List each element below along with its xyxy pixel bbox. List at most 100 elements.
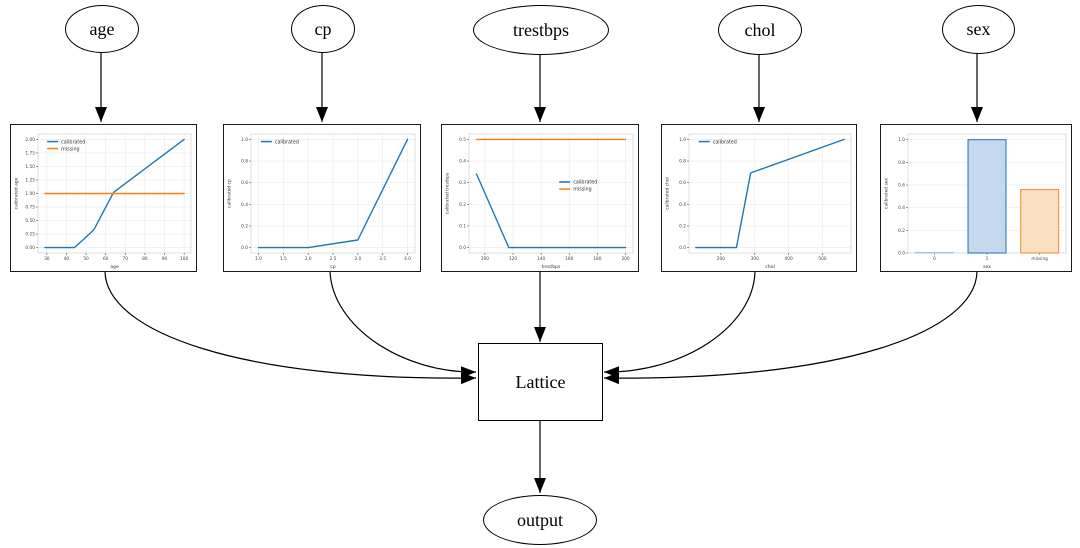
svg-text:calibrated: calibrated [573,180,597,186]
svg-text:0.8: 0.8 [241,159,248,165]
input-node-cp-label: cp [314,18,332,39]
svg-text:missing: missing [1031,256,1048,262]
svg-text:1.5: 1.5 [280,256,287,262]
svg-text:chol: chol [765,264,775,270]
svg-text:3.5: 3.5 [379,256,386,262]
svg-text:2.5: 2.5 [330,256,337,262]
svg-text:1.0: 1.0 [679,137,686,143]
svg-text:3.0: 3.0 [354,256,361,262]
svg-text:0.1: 0.1 [459,223,466,229]
svg-text:180: 180 [593,256,601,262]
input-node-trestbps: trestbps [473,5,609,55]
svg-text:120: 120 [509,256,517,262]
svg-text:calibrated sex: calibrated sex [884,178,890,209]
svg-text:0: 0 [933,256,936,262]
svg-text:60: 60 [103,256,109,262]
svg-text:0.00: 0.00 [25,245,35,251]
svg-text:sex: sex [983,265,991,270]
svg-text:200: 200 [621,256,629,262]
svg-text:0.25: 0.25 [25,232,35,238]
svg-text:80: 80 [142,256,148,262]
svg-text:0.6: 0.6 [679,180,686,186]
svg-text:0.0: 0.0 [241,245,248,251]
svg-text:calibrated age: calibrated age [14,177,20,209]
svg-text:40: 40 [64,256,70,262]
input-node-age-label: age [89,18,115,39]
svg-text:age: age [110,265,119,270]
svg-text:1.25: 1.25 [25,177,35,183]
svg-text:0.50: 0.50 [25,218,35,224]
svg-text:4.0: 4.0 [404,256,411,262]
svg-text:1.0: 1.0 [898,137,905,143]
input-node-trestbps-label: trestbps [513,19,569,40]
svg-text:calibrated trestbps: calibrated trestbps [445,172,451,214]
input-node-cp: cp [291,5,355,53]
svg-text:0.6: 0.6 [241,180,248,186]
svg-text:400: 400 [785,256,793,262]
svg-text:0.2: 0.2 [898,228,905,234]
svg-text:calibrated cp: calibrated cp [227,179,233,208]
svg-text:0.2: 0.2 [679,223,686,229]
svg-text:missing: missing [61,146,79,152]
lattice-node-label: Lattice [515,371,566,392]
svg-text:100: 100 [180,256,188,262]
svg-text:160: 160 [565,256,573,262]
svg-text:0.4: 0.4 [898,205,905,211]
edge-sex-to-lattice [603,271,978,385]
svg-text:1.00: 1.00 [25,191,35,197]
svg-text:100: 100 [481,256,489,262]
svg-text:0.2: 0.2 [459,202,466,208]
svg-text:1: 1 [986,256,989,262]
output-node-label: output [516,509,563,530]
svg-text:200: 200 [717,256,725,262]
svg-text:1.0: 1.0 [241,137,248,143]
svg-text:1.0: 1.0 [255,256,262,262]
svg-text:50: 50 [83,256,89,262]
edge-age-to-lattice [104,271,477,385]
svg-text:calibrated: calibrated [713,139,737,145]
svg-text:0.5: 0.5 [459,137,466,143]
svg-text:0.6: 0.6 [898,183,905,189]
svg-text:30: 30 [44,256,50,262]
svg-text:0.4: 0.4 [679,202,686,208]
input-node-age: age [65,5,139,53]
svg-text:0.3: 0.3 [459,180,466,186]
input-node-sex: sex [942,5,1015,54]
svg-text:calibrated: calibrated [61,139,85,145]
svg-text:1.75: 1.75 [25,150,35,156]
svg-text:0.2: 0.2 [241,223,248,229]
lattice-node: Lattice [478,343,603,421]
svg-text:cp: cp [330,265,336,270]
input-node-chol-label: chol [744,19,776,40]
svg-text:90: 90 [162,256,168,262]
svg-text:0.4: 0.4 [241,202,248,208]
svg-text:missing: missing [573,187,591,193]
output-node: output [483,495,597,545]
svg-text:0.0: 0.0 [898,251,905,257]
svg-text:calibrated: calibrated [275,139,299,145]
svg-text:calibrated chol: calibrated chol [665,177,671,210]
svg-text:1.50: 1.50 [25,164,35,170]
svg-text:140: 140 [537,256,545,262]
svg-text:0.4: 0.4 [459,159,466,165]
svg-text:0.0: 0.0 [679,245,686,251]
input-node-chol: chol [718,5,802,55]
input-node-sex-label: sex [966,19,991,39]
edge-cp-to-lattice [329,271,477,379]
svg-text:trestbps: trestbps [542,264,561,270]
svg-text:500: 500 [818,256,826,262]
svg-text:70: 70 [123,256,129,262]
svg-text:300: 300 [751,256,759,262]
svg-text:2.00: 2.00 [25,137,35,143]
